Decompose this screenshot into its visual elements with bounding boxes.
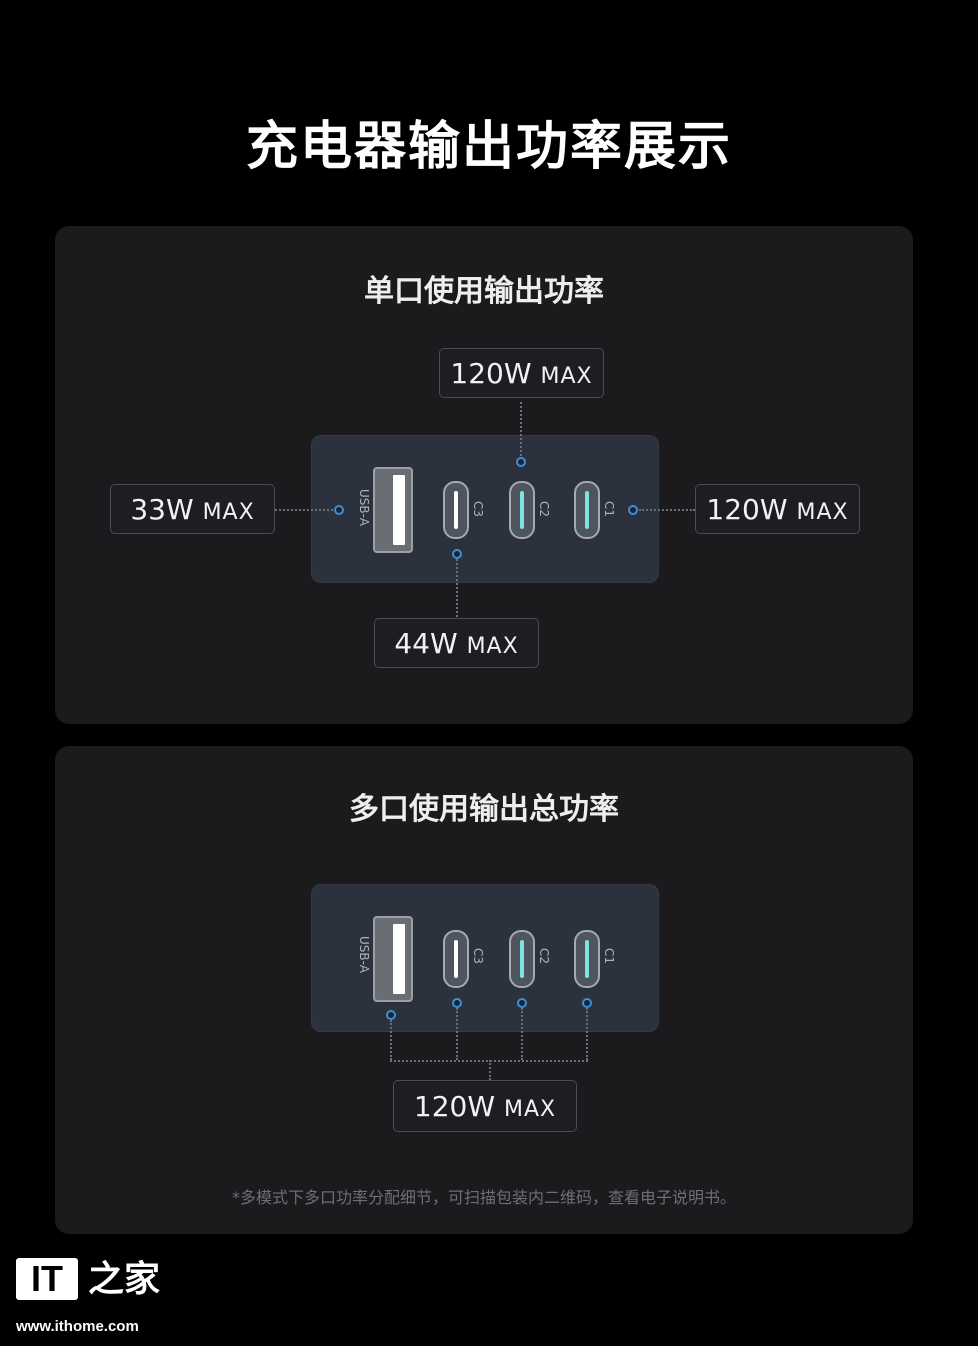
c1-power-badge: 120W MAX — [695, 484, 860, 534]
multi-port-panel: 多口使用输出总功率 USB-A C3 C2 C1 120W MAX *多模式下多… — [55, 746, 913, 1234]
single-port-panel: 单口使用输出功率 USB-A C3 C2 C1 33W MAX 44W MAX … — [55, 226, 913, 724]
c2-label: C2 — [537, 948, 551, 965]
c2-power-badge: 120W MAX — [439, 348, 604, 398]
usb-a-port — [373, 916, 413, 1002]
c2-label: C2 — [537, 501, 551, 518]
c3-connector — [456, 1008, 458, 1060]
usb-a-port — [373, 467, 413, 553]
c3-label: C3 — [471, 501, 485, 518]
page-title: 充电器输出功率展示 — [245, 117, 732, 177]
c2-port — [509, 930, 535, 988]
usb-a-dot — [386, 1010, 396, 1020]
usb-a-connector — [275, 509, 333, 511]
c2-dot — [517, 998, 527, 1008]
c2-dot — [516, 457, 526, 467]
c1-label: C1 — [602, 501, 616, 518]
logo-it-box: IT — [16, 1258, 78, 1300]
charger-device: USB-A C3 C2 C1 — [311, 884, 659, 1032]
total-connector — [489, 1060, 491, 1080]
c3-dot — [452, 998, 462, 1008]
c1-dot — [628, 505, 638, 515]
usb-a-connector — [390, 1020, 392, 1060]
c3-connector — [456, 559, 458, 617]
c1-port — [574, 930, 600, 988]
watermark-url: www.ithome.com — [16, 1318, 139, 1335]
single-port-heading: 单口使用输出功率 — [364, 274, 604, 309]
c1-label: C1 — [602, 948, 616, 965]
c2-port — [509, 481, 535, 539]
logo-cn-text: 之家 — [88, 1258, 161, 1300]
c2-connector — [520, 402, 522, 456]
charger-device: USB-A C3 C2 C1 — [311, 435, 659, 583]
c1-port — [574, 481, 600, 539]
multi-port-heading: 多口使用输出总功率 — [349, 792, 619, 827]
c1-dot — [582, 998, 592, 1008]
c1-connector — [586, 1008, 588, 1060]
c3-dot — [452, 549, 462, 559]
c3-power-badge: 44W MAX — [374, 618, 539, 668]
total-power-badge: 120W MAX — [393, 1080, 577, 1132]
c3-label: C3 — [471, 948, 485, 965]
c1-connector — [639, 509, 695, 511]
c3-port — [443, 481, 469, 539]
usb-a-label: USB-A — [357, 489, 371, 526]
usb-a-power-badge: 33W MAX — [110, 484, 275, 534]
usb-a-dot — [334, 505, 344, 515]
c3-port — [443, 930, 469, 988]
usb-a-label: USB-A — [357, 936, 371, 973]
c2-connector — [521, 1008, 523, 1060]
footnote: *多模式下多口功率分配细节，可扫描包装内二维码，查看电子说明书。 — [231, 1188, 736, 1207]
